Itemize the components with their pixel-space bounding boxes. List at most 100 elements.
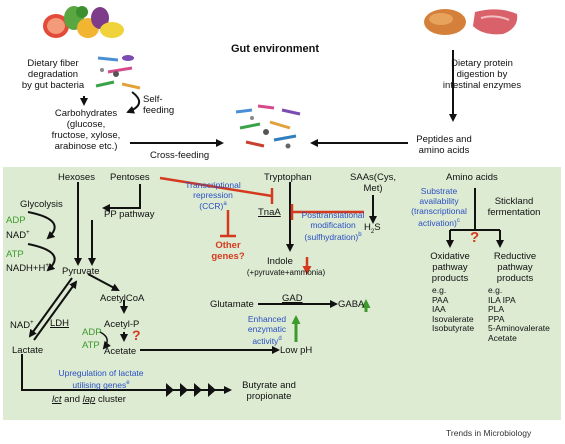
transcriptional-repression-label: Transcriptional repression (CCR)a <box>180 180 246 211</box>
peptides-line2: amino acids <box>418 145 470 156</box>
other-genes-line2: genes? <box>211 251 245 262</box>
carbohydrates-label: Carbohydrates (glucose, fructose, xylose… <box>40 108 132 152</box>
reductive-item: PLA <box>488 304 505 314</box>
posttranslational-label: Posttranslational modification (sulfhydr… <box>298 210 368 242</box>
substrate-line4: activation)c <box>406 216 472 228</box>
reductive-item: e.g. <box>488 285 503 295</box>
carbohydrates-line4: arabinose etc.) <box>54 141 118 152</box>
indole-label: Indole (+pyruvate+ammonia) <box>234 256 338 278</box>
footnote-e: e <box>126 380 130 386</box>
oxidative-label: Oxidative pathway products <box>420 251 480 284</box>
activity-text: activity <box>252 335 279 346</box>
indole-text: Indole <box>267 256 293 267</box>
oxidative-item: Isovalerate <box>432 313 474 324</box>
footnote-a: a <box>223 201 227 207</box>
nad-text: NAD <box>6 230 27 242</box>
question-mark: ? <box>132 327 141 343</box>
h2s-label: H2S <box>364 222 381 238</box>
self-feeding-line1: Self- <box>143 94 163 105</box>
dietary-protein-label: Dietary protein digestion by intestinal … <box>432 58 532 91</box>
pentoses-label: Pentoses <box>110 172 150 183</box>
glycolysis-label: Glycolysis <box>20 199 63 210</box>
gut-environment-title: Gut environment <box>230 43 319 55</box>
upregulation-line2: utilising genese <box>46 378 156 390</box>
other-genes-label: Other genes? <box>198 240 258 262</box>
butyrate-line1: Butyrate and <box>242 380 296 391</box>
stickland-line1: Stickland <box>494 196 534 207</box>
lct-text: lct <box>52 394 62 405</box>
saas-label: SAAs(Cys, Met) <box>344 172 402 194</box>
butyrate-label: Butyrate and propionate <box>232 380 306 402</box>
enhanced-activity-label: Enhanced enzymatic activityd <box>238 314 296 346</box>
low-ph-label: Low pH <box>280 345 313 356</box>
self-feeding-label: Self- feeding <box>143 94 174 116</box>
reductive-item: Acetate <box>488 332 517 343</box>
transcriptional-repression-line2: repression <box>193 189 233 200</box>
amino-acids-label: Amino acids <box>446 172 498 183</box>
acetate-label: Acetate <box>104 346 137 357</box>
reductive-label: Reductive pathway products <box>482 251 548 284</box>
fiber-bacteria-illustration <box>88 50 144 96</box>
acetylcoa-label: AcetylCoA <box>100 293 145 304</box>
dietary-fiber-line3: by gut bacteria <box>21 80 85 91</box>
carbohydrates-line2: (glucose, <box>66 119 106 130</box>
adp-label: ADP <box>6 215 26 226</box>
journal-footer: Trends in Microbiology <box>446 428 532 438</box>
gaba-label: GABA <box>338 299 365 310</box>
transcriptional-repression-line3: (CCR)a <box>180 200 246 211</box>
peptides-label: Peptides and amino acids <box>408 134 480 156</box>
dietary-fiber-line1: Dietary fiber <box>27 58 79 69</box>
adp2-label: ADP <box>82 327 102 338</box>
carbohydrates-line1: Carbohydrates <box>54 108 118 119</box>
acetyl-p-label: Acetyl-P <box>104 319 140 330</box>
fruits-vegetables-illustration <box>42 2 126 42</box>
posttranslational-line3: (sulfhydration)b <box>298 230 368 242</box>
dietary-protein-line2: digestion by <box>456 69 508 80</box>
dietary-protein-line1: Dietary protein <box>451 58 513 69</box>
ldh-label: LDH <box>50 318 70 329</box>
substrate-line2: availability <box>419 196 459 206</box>
enhanced-line1: Enhanced <box>247 314 287 324</box>
bacteria-cluster-illustration <box>230 100 306 152</box>
pyruvate-label: Pyruvate <box>62 266 100 277</box>
substrate-line1: Substrate <box>420 186 458 196</box>
tnaa-label: TnaA <box>258 207 281 218</box>
upregulation-line1: Upregulation of lactate <box>58 368 144 378</box>
stickland-line2: fermentation <box>487 207 541 218</box>
footnote-b: b <box>358 232 362 238</box>
tryptophan-label: Tryptophan <box>264 172 312 183</box>
enhanced-line2: enzymatic <box>247 324 287 334</box>
s-text: S <box>374 222 381 233</box>
butyrate-line2: propionate <box>246 391 292 402</box>
oxidative-item: Isobutyrate <box>432 323 475 333</box>
lct-lap-cluster-label: lct and lap cluster <box>52 394 126 405</box>
nad2-text: NAD <box>10 320 31 332</box>
indole-subtext: (+pyruvate+ammonia) <box>246 268 326 277</box>
dietary-fiber-label: Dietary fiber degradation by gut bacteri… <box>8 58 98 91</box>
ccr-text: (CCR) <box>199 200 224 211</box>
reductive-line1: Reductive <box>493 251 537 262</box>
other-genes-line1: Other <box>215 240 241 251</box>
nad2-label: NAD+ <box>10 320 34 332</box>
reductive-line2: pathway <box>497 262 533 273</box>
substrate-line3: (transcriptional <box>411 206 467 216</box>
oxidative-line3: products <box>431 273 469 284</box>
reductive-item: 5-Aminovalerate <box>488 323 550 333</box>
oxidative-item: e.g. <box>432 285 447 295</box>
transcriptional-repression-line1: Transcriptional <box>185 180 241 190</box>
nadh-label: NADH+H+ <box>6 263 49 275</box>
cross-feeding-label: Cross-feeding <box>150 150 210 161</box>
atp2-label: ATP <box>82 340 100 351</box>
peptides-line1: Peptides and <box>416 134 472 145</box>
lap-text: lap <box>82 394 96 405</box>
enhanced-line3: activityd <box>238 334 296 346</box>
posttranslational-line2: modification <box>310 220 356 230</box>
reductive-item: ILA IPA <box>488 294 516 305</box>
h-text: H <box>364 222 371 233</box>
footnote-c: c <box>456 218 460 224</box>
oxidative-items: e.g. PAA IAA Isovalerate Isobutyrate <box>432 285 475 334</box>
footnote-d: d <box>278 336 282 342</box>
utilising-genes-text: utilising genes <box>72 379 127 390</box>
oxidative-line2: pathway <box>432 262 468 273</box>
upregulation-label: Upregulation of lactate utilising genese <box>46 368 156 390</box>
